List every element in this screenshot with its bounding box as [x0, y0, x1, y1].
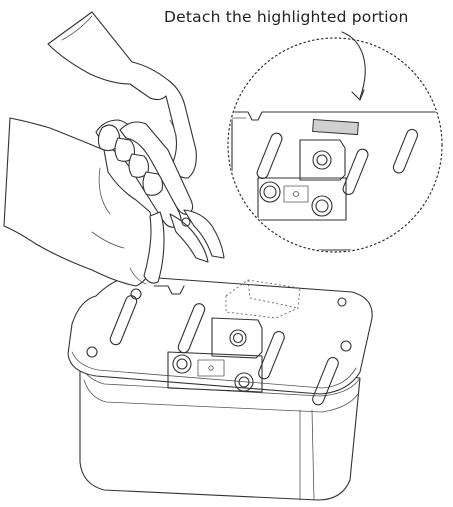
highlighted-portion — [313, 119, 359, 134]
hands-with-pliers — [4, 12, 224, 286]
zoom-detail-circle — [228, 38, 453, 252]
container-box — [68, 276, 372, 500]
pointer-arrow — [342, 32, 365, 100]
